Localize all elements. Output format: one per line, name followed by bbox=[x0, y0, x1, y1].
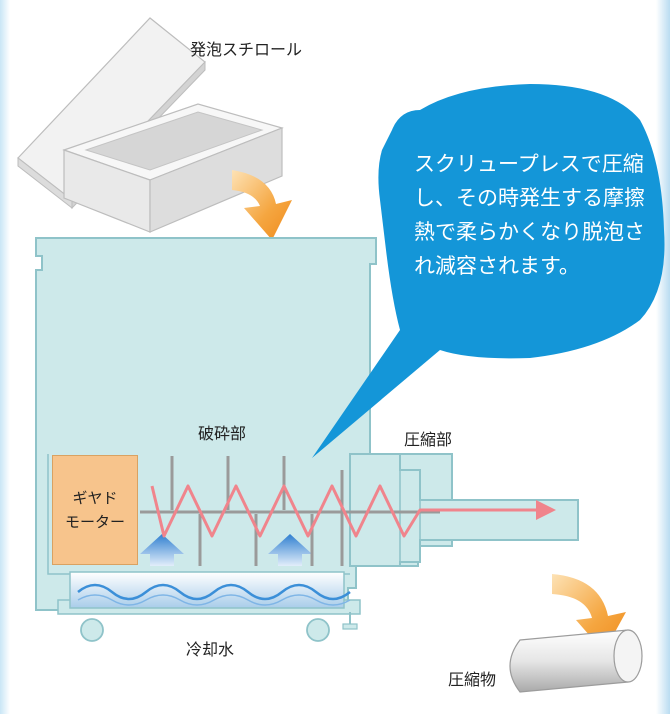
flow-arrowhead-icon bbox=[536, 500, 556, 520]
callout-text: スクリュープレスで圧縮し、その時発生する摩擦熱で柔らかくなり脱泡され減容されます… bbox=[414, 152, 645, 278]
compressed-product-cylinder bbox=[509, 629, 643, 693]
screw-wave bbox=[150, 484, 536, 538]
callout-bubble bbox=[312, 84, 665, 458]
styrofoam-box bbox=[17, 17, 284, 233]
styrofoam-label: 発泡スチロール bbox=[190, 40, 303, 59]
right-edge-gradient bbox=[656, 0, 670, 714]
motor-label-line2: モーター bbox=[64, 513, 125, 531]
feed-arrow-icon bbox=[232, 170, 292, 240]
geared-motor-box: ギヤド モーター bbox=[52, 455, 138, 565]
cooling-water-channel bbox=[69, 571, 351, 609]
up-arrow-icon bbox=[268, 534, 312, 566]
compression-section-label: 圧縮部 bbox=[404, 430, 453, 449]
wheels bbox=[80, 612, 358, 642]
compressed-product-label: 圧縮物 bbox=[448, 670, 497, 689]
left-edge-gradient bbox=[0, 0, 10, 714]
up-arrow-icon bbox=[140, 534, 184, 566]
motor-label-line1: ギヤド bbox=[72, 489, 118, 507]
crushing-section-label: 破砕部 bbox=[198, 424, 247, 443]
cooling-water-label: 冷却水 bbox=[186, 640, 235, 659]
